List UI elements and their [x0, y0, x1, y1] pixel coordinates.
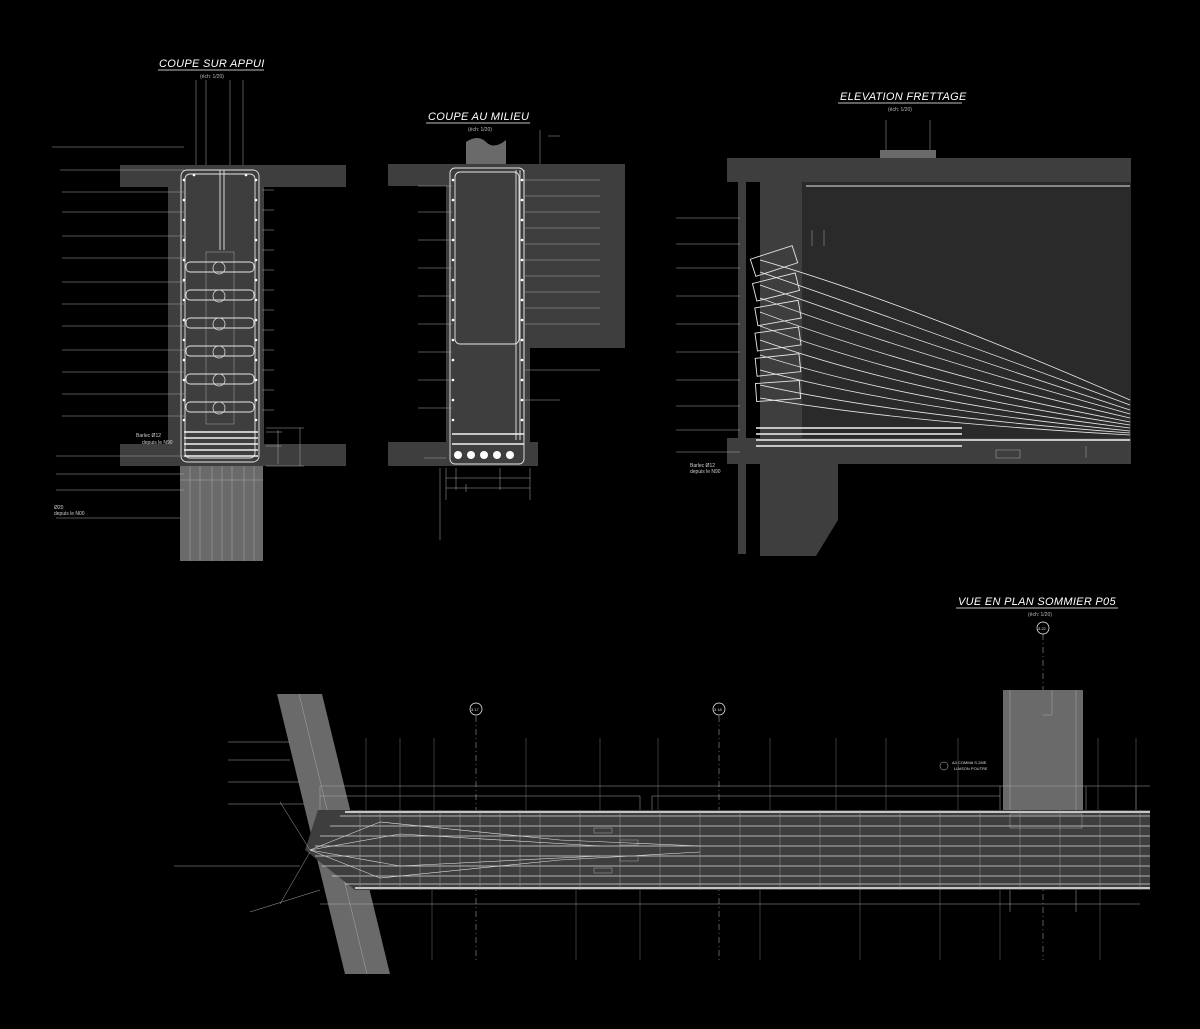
coupe-appui-title: COUPE SUR APPUI	[159, 58, 265, 70]
plan-note-b: LIAISON POUTRE	[954, 766, 988, 771]
elevation-body	[800, 182, 1131, 440]
web-mid	[446, 164, 530, 466]
plan-scale: (éch: 1/20)	[1028, 612, 1052, 618]
beam-web	[168, 165, 264, 465]
coupe-appui-scale: (éch: 1/20)	[200, 74, 224, 80]
elevation-scale: (éch: 1/20)	[888, 107, 912, 113]
coupe-milieu-scale: (éch: 1/20)	[468, 127, 492, 133]
elevation-pier	[760, 464, 838, 556]
grid-marker-c: 3.22	[1038, 626, 1047, 631]
elevation-note-a: Barlec Ø12	[690, 463, 715, 469]
elevation-bottom-slab	[727, 438, 1131, 464]
coupe-appui-note-1a: Barlec Ø12	[136, 433, 161, 439]
elevation-slab	[727, 158, 1131, 182]
plan-title: VUE EN PLAN SOMMIER P05	[958, 596, 1116, 608]
grid-marker-b: 3.18	[714, 707, 723, 712]
coupe-milieu-title: COUPE AU MILIEU	[428, 111, 529, 123]
grid-marker-a: 3.17	[471, 707, 480, 712]
coupe-appui-note-1b: depuis le N90	[142, 440, 173, 446]
elevation-title: ELEVATION FRETTAGE	[840, 91, 967, 103]
elevation-hooping: ELEVATION FRETTAGE (éch: 1/20)	[676, 91, 1131, 556]
top-stub	[466, 138, 506, 165]
coupe-appui-note-2b: depuis le N00	[54, 511, 85, 517]
anchor-block	[880, 150, 936, 158]
coupe-appui-note-2a: Ø20	[54, 505, 64, 511]
plan-view-beam: VUE EN PLAN SOMMIER P05 (éch: 1/20) 3.17…	[174, 596, 1150, 975]
support-block	[1003, 690, 1083, 810]
column	[180, 466, 263, 561]
plan-note-a: A3 COMMA S-2ME	[952, 760, 987, 765]
section-on-support: COUPE SUR APPUI (éch: 1/20)	[52, 58, 346, 561]
section-at-middle: COUPE AU MILIEU (éch: 1/20)	[388, 111, 625, 540]
elevation-note-b: depuis le N90	[690, 469, 721, 475]
main-beam	[305, 810, 1150, 890]
right-wall	[530, 164, 625, 348]
